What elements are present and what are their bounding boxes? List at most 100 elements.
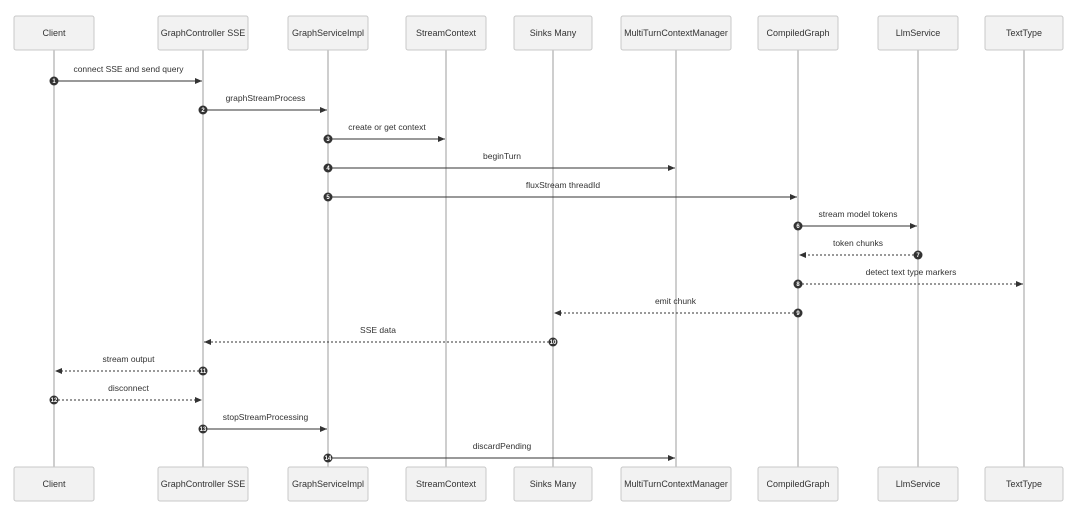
actor-sinks-many-top: Sinks Many [513, 15, 593, 51]
sequence-dot [548, 337, 558, 347]
actor-label: GraphServiceImpl [292, 28, 364, 38]
actor-box [620, 15, 732, 51]
actor-box [620, 466, 732, 502]
sequence-number-badge: 3 [323, 134, 333, 144]
sequence-number-badge: 12 [49, 395, 59, 405]
sequence-number: 3 [326, 137, 330, 143]
sequence-number: 13 [200, 427, 207, 433]
actor-client-top: Client [13, 15, 95, 51]
sequence-dot [198, 366, 208, 376]
sequence-number: 2 [201, 108, 205, 114]
actor-label: Sinks Many [530, 479, 577, 489]
actor-label: CompiledGraph [766, 479, 829, 489]
actor-box [513, 15, 593, 51]
sequence-dot [323, 192, 333, 202]
sequence-number: 8 [796, 282, 800, 288]
actor-box [13, 15, 95, 51]
sequence-number-badge: 5 [323, 192, 333, 202]
message-label: discardPending [473, 441, 532, 451]
message-10: SSE data 10 [204, 325, 558, 347]
sequence-number: 4 [326, 166, 330, 172]
actor-label: GraphServiceImpl [292, 479, 364, 489]
actor-texttype-top: TextType [984, 15, 1064, 51]
sequence-number: 9 [796, 311, 800, 317]
actor-streamcontext-top: StreamContext [405, 15, 487, 51]
sequence-number: 6 [796, 224, 800, 230]
message-label: fluxStream threadId [526, 180, 600, 190]
actor-llmservice-top: LlmService [877, 15, 959, 51]
actor-box [13, 466, 95, 502]
sequence-number-badge: 14 [323, 453, 333, 463]
message-1: connect SSE and send query 1 [49, 64, 202, 86]
sequence-number-badge: 7 [913, 250, 923, 260]
message-6: stream model tokens 6 [793, 209, 917, 231]
message-label: beginTurn [483, 151, 521, 161]
sequence-dot [323, 163, 333, 173]
actor-box [757, 466, 839, 502]
sequence-dot [198, 424, 208, 434]
actor-graphserviceimpl-bottom: GraphServiceImpl [287, 466, 369, 502]
message-label: stream model tokens [819, 209, 898, 219]
actor-sinks-many-bottom: Sinks Many [513, 466, 593, 502]
sequence-dot [323, 453, 333, 463]
sequence-number-badge: 10 [548, 337, 558, 347]
actor-box [984, 15, 1064, 51]
actor-client-bottom: Client [13, 466, 95, 502]
actor-llmservice-bottom: LlmService [877, 466, 959, 502]
actor-graphcontroller-sse-bottom: GraphController SSE [157, 466, 249, 502]
sequence-number-badge: 1 [49, 76, 59, 86]
actor-box [157, 466, 249, 502]
actor-label: MultiTurnContextManager [624, 28, 728, 38]
actor-box [157, 15, 249, 51]
actor-multiturncontextmanager-top: MultiTurnContextManager [620, 15, 732, 51]
message-8: detect text type markers 8 [793, 267, 1023, 289]
message-label: connect SSE and send query [73, 64, 184, 74]
actor-texttype-bottom: TextType [984, 466, 1064, 502]
actor-box [405, 466, 487, 502]
actor-box [513, 466, 593, 502]
actor-label: MultiTurnContextManager [624, 479, 728, 489]
actor-box [405, 15, 487, 51]
message-11: stream output 11 [55, 354, 208, 376]
sequence-number: 10 [550, 340, 557, 346]
actor-label: GraphController SSE [161, 28, 246, 38]
actor-box [984, 466, 1064, 502]
sequence-dot [49, 395, 59, 405]
actor-box [877, 466, 959, 502]
actor-compiledgraph-bottom: CompiledGraph [757, 466, 839, 502]
sequence-number-badge: 13 [198, 424, 208, 434]
actor-label: StreamContext [416, 28, 477, 38]
actor-label: StreamContext [416, 479, 477, 489]
sequence-dot [793, 279, 803, 289]
sequence-dot [198, 105, 208, 115]
sequence-number: 1 [52, 79, 56, 85]
actor-box [757, 15, 839, 51]
actor-graphserviceimpl-top: GraphServiceImpl [287, 15, 369, 51]
actor-label: CompiledGraph [766, 28, 829, 38]
sequence-number-badge: 11 [198, 366, 208, 376]
sequence-number: 5 [326, 195, 330, 201]
message-4: beginTurn 4 [323, 151, 675, 173]
message-label: emit chunk [655, 296, 697, 306]
sequence-dot [49, 76, 59, 86]
message-label: detect text type markers [866, 267, 957, 277]
message-label: SSE data [360, 325, 396, 335]
sequence-number-badge: 2 [198, 105, 208, 115]
message-label: stream output [103, 354, 156, 364]
message-9: emit chunk 9 [554, 296, 803, 318]
sequence-number: 7 [916, 253, 920, 259]
sequence-number-badge: 8 [793, 279, 803, 289]
actor-streamcontext-bottom: StreamContext [405, 466, 487, 502]
sequence-number-badge: 6 [793, 221, 803, 231]
actor-box [287, 15, 369, 51]
message-label: graphStreamProcess [226, 93, 306, 103]
sequence-dot [793, 221, 803, 231]
sequence-dot [793, 308, 803, 318]
actor-label: Client [42, 479, 66, 489]
actor-label: LlmService [896, 28, 941, 38]
actor-box [287, 466, 369, 502]
